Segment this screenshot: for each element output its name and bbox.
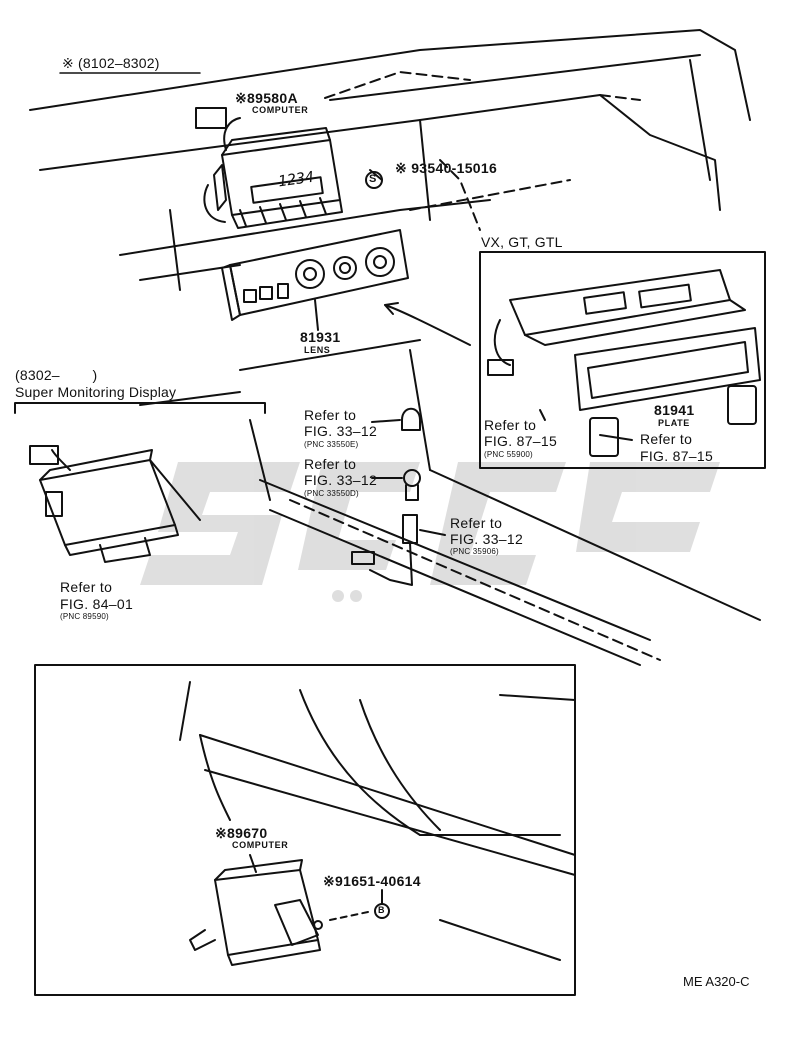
figure-code: ME A320-C [683, 974, 750, 989]
bulb-2-ref-pnc: (PNC 33550D) [304, 489, 359, 498]
screw-circle [365, 171, 383, 189]
variant-box-frame [479, 251, 766, 469]
upper-computer-part-number: ※89580A [235, 90, 298, 106]
variant-ref-left-line1: Refer to [484, 417, 537, 433]
variant-ref-right-line2: FIG. 87–15 [640, 448, 714, 464]
variant-title: VX, GT, GTL [481, 234, 563, 250]
super-monitor-ref-line2: FIG. 84–01 [60, 596, 134, 612]
super-monitor-range: (8302– ) [15, 367, 98, 383]
variant-panel-drawing [487, 269, 761, 457]
socket-ref-line1: Refer to [450, 515, 503, 531]
bulb-2-ref-line2: FIG. 33–12 [304, 472, 378, 488]
variant-ref-left-pnc: (PNC 55900) [484, 450, 533, 459]
watermark-logo [140, 462, 720, 602]
plate-part-name: PLATE [658, 418, 690, 428]
lower-computer-part-number: ※89670 [215, 825, 268, 841]
control-panel-drawing [221, 229, 409, 321]
super-monitor-drawing [29, 445, 179, 563]
variant-ref-right-line1: Refer to [640, 431, 693, 447]
screw-part-number: ※ 93540-15016 [395, 160, 498, 176]
upper-computer-part-name: COMPUTER [252, 105, 309, 115]
bulb-1-ref-line1: Refer to [304, 407, 357, 423]
socket-ref-pnc: (PNC 35906) [450, 547, 499, 556]
variant-ref-left-line2: FIG. 87–15 [484, 433, 558, 449]
super-monitor-ref-pnc: (PNC 89590) [60, 612, 109, 621]
bulb-1-ref-line2: FIG. 33–12 [304, 423, 378, 439]
bolt-part-number: ※91651-40614 [323, 873, 421, 889]
screw-mark: S [369, 173, 377, 185]
dash-outline-top [29, 29, 751, 121]
bulb-1-ref-pnc: (PNC 33550E) [304, 440, 359, 449]
date-range-label: ※ (8102–8302) [62, 55, 160, 71]
lower-box-frame [34, 664, 576, 996]
bolt-mark: B [378, 905, 385, 915]
lower-dash-drawing [179, 681, 576, 961]
bulb-1-drawing [401, 407, 421, 431]
super-monitor-title: Super Monitoring Display [15, 384, 177, 400]
plate-part-number: 81941 [654, 402, 695, 418]
bulb-2-drawing [403, 469, 421, 501]
socket-ref-line2: FIG. 33–12 [450, 531, 524, 547]
lens-part-number: 81931 [300, 329, 341, 345]
super-monitor-ref-line1: Refer to [60, 579, 113, 595]
bulb-2-ref-line1: Refer to [304, 456, 357, 472]
upper-computer-drawing [195, 107, 343, 229]
lower-computer-drawing [189, 859, 323, 966]
lens-part-name: LENS [304, 345, 331, 355]
socket-drawing [351, 514, 418, 586]
lower-computer-part-name: COMPUTER [232, 840, 289, 850]
